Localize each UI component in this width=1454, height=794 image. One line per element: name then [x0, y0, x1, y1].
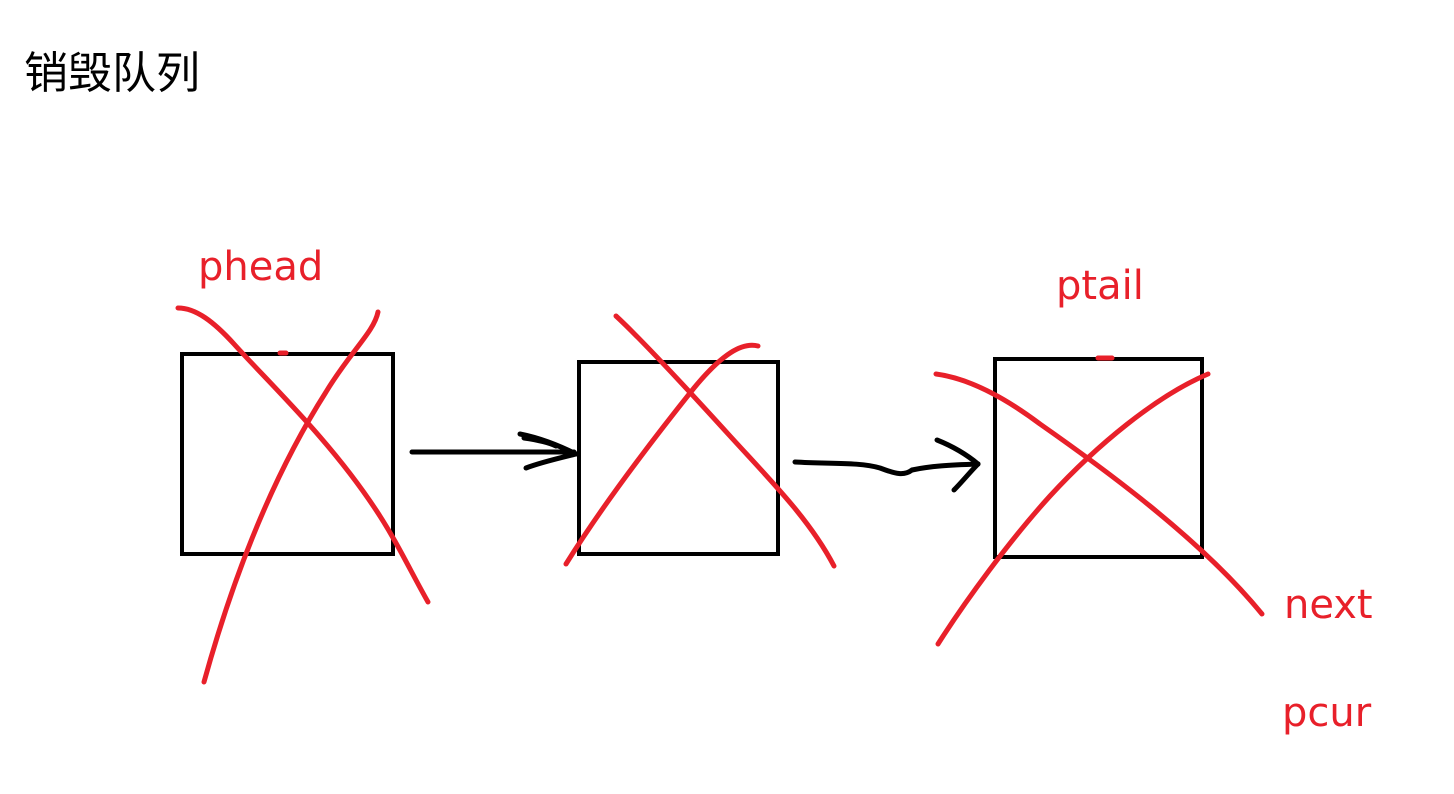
arrow-node2-to-node3: [792, 437, 981, 493]
arrow-node1-to-node2: [409, 431, 579, 471]
node-box-2: [577, 360, 780, 556]
cross-node-2: [563, 313, 837, 569]
label-pcur: pcur: [1282, 690, 1372, 736]
label-ptail: ptail: [1056, 263, 1144, 309]
node-box-1: [180, 352, 395, 556]
cross-node-3: [933, 355, 1265, 647]
label-phead: phead: [198, 244, 323, 290]
label-next: next: [1284, 582, 1373, 628]
page-title: 销毁队列: [24, 48, 200, 99]
cross-node-1: [175, 305, 431, 685]
